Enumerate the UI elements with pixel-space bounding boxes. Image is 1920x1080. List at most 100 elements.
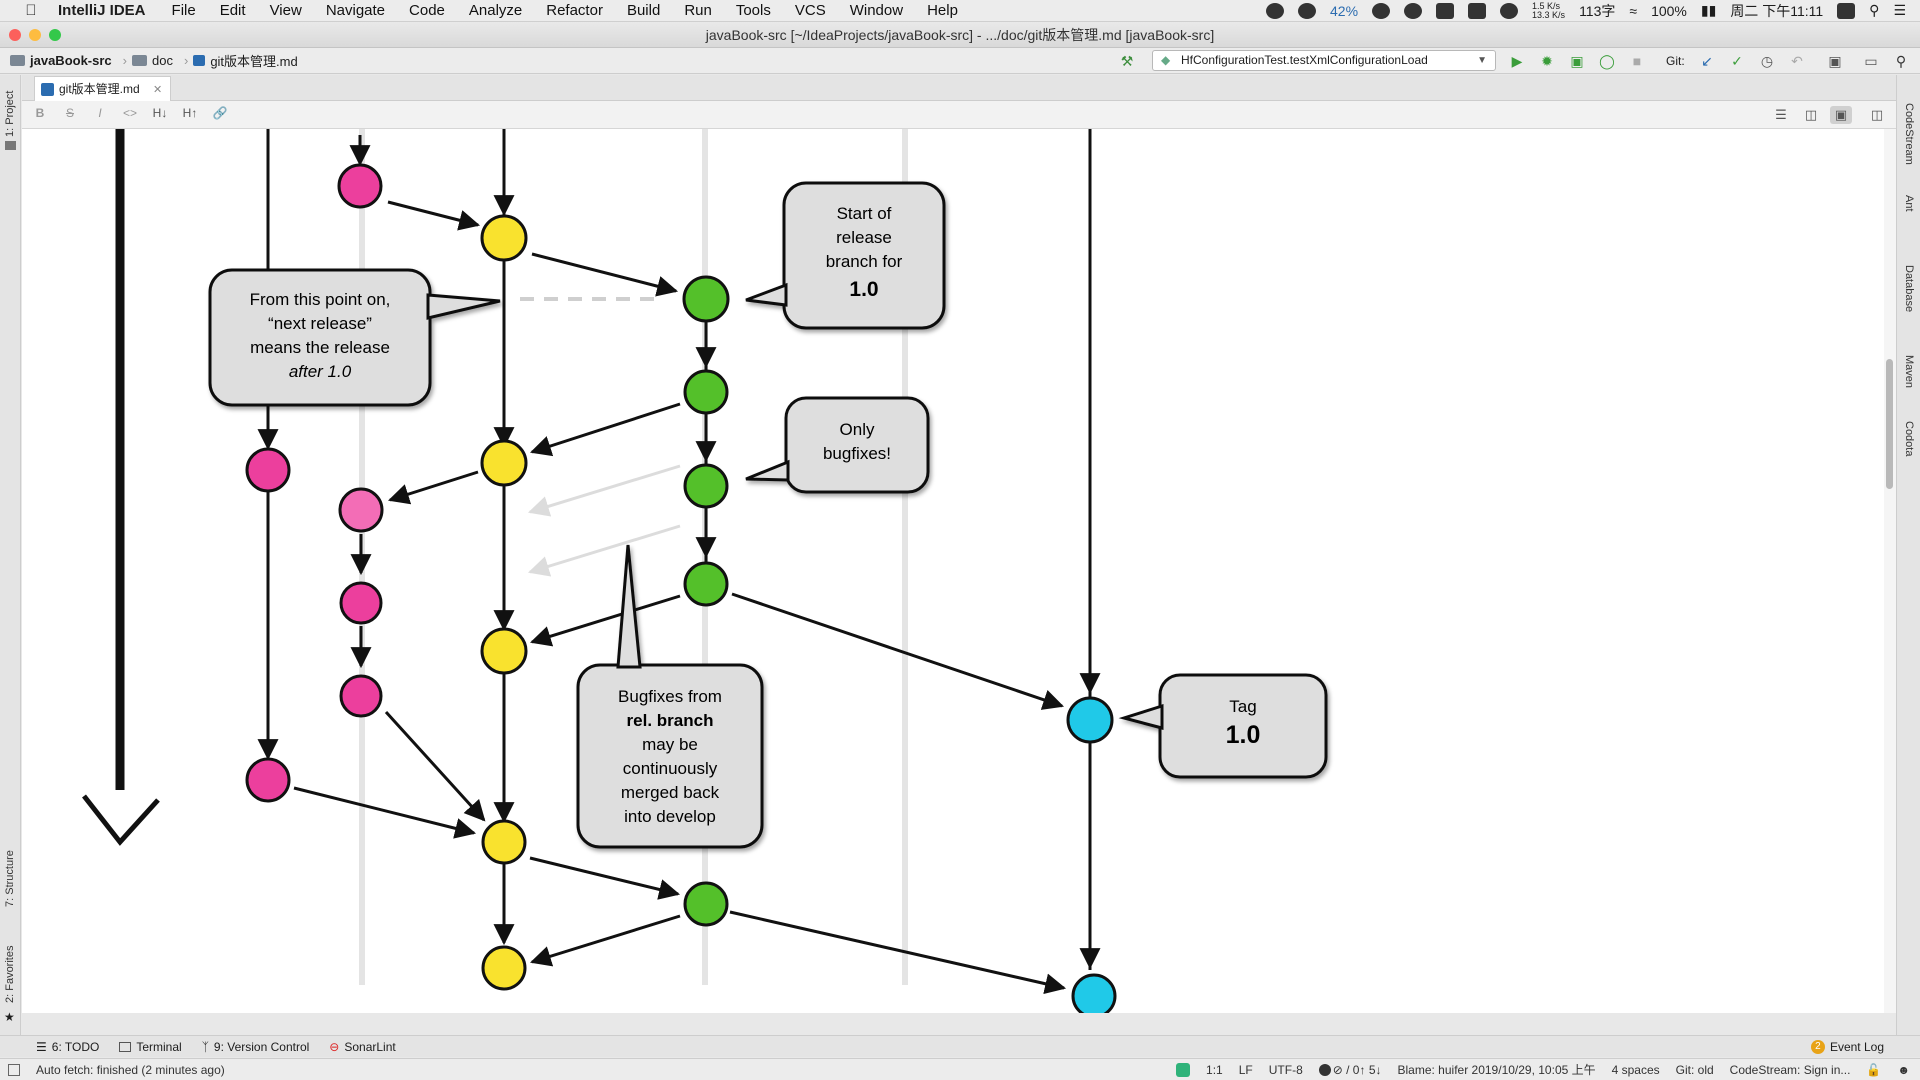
markdown-preview[interactable]: From this point on, “next release” means…: [22, 129, 1884, 1013]
tool-structure[interactable]: 7: Structure: [4, 850, 16, 907]
menu-refactor[interactable]: Refactor: [546, 2, 603, 19]
app-menu[interactable]: IntelliJ IDEA: [58, 2, 146, 19]
battery-level: 100%: [1651, 2, 1687, 19]
cursor-position[interactable]: 1:1: [1206, 1062, 1223, 1077]
git-commit-icon[interactable]: ✓: [1731, 53, 1743, 69]
menu-help[interactable]: Help: [927, 2, 958, 19]
indent-setting[interactable]: 4 spaces: [1611, 1062, 1660, 1077]
commit-node-master: [1066, 696, 1114, 744]
menu-navigate[interactable]: Navigate: [325, 2, 386, 19]
tool-database[interactable]: Database: [1903, 265, 1915, 313]
coverage-icon[interactable]: ▣: [1570, 53, 1584, 69]
event-log-button[interactable]: 2 Event Log: [1810, 1039, 1884, 1054]
tool-windows-toggle-icon[interactable]: [8, 1063, 20, 1076]
project-structure-icon[interactable]: ▣: [1828, 53, 1842, 69]
tool-version-control-label: 9: Version Control: [213, 1039, 310, 1054]
clock[interactable]: 周二 下午11:11: [1730, 2, 1824, 19]
header-down-button[interactable]: H↓: [152, 106, 168, 120]
breadcrumb-doc[interactable]: doc: [152, 53, 173, 68]
italic-button[interactable]: I: [98, 106, 102, 120]
minimize-window-button[interactable]: [29, 29, 41, 41]
battery-icon[interactable]: ▮▮: [1700, 2, 1717, 18]
codestream-status[interactable]: CodeStream: Sign in...: [1729, 1062, 1851, 1077]
blame-info[interactable]: Blame: huifer 2019/10/29, 10:05 上午: [1397, 1063, 1596, 1077]
tool-version-control[interactable]: ᛉ 9: Version Control: [202, 1040, 310, 1054]
preview-only-view-icon[interactable]: ▣: [1830, 106, 1852, 124]
profile-icon[interactable]: ◯: [1599, 53, 1615, 69]
breadcrumb-project[interactable]: javaBook-src: [30, 53, 112, 68]
file-encoding[interactable]: UTF-8: [1268, 1062, 1303, 1077]
tool-codestream[interactable]: CodeStream: [1903, 103, 1915, 165]
menu-file[interactable]: File: [171, 2, 196, 19]
tool-terminal[interactable]: Terminal: [119, 1040, 182, 1054]
header-up-button[interactable]: H↑: [182, 106, 198, 120]
docker-icon[interactable]: [1436, 2, 1455, 19]
faint-arrow: [527, 524, 681, 577]
commit-node-feature: [339, 674, 383, 718]
menu-vcs[interactable]: VCS: [794, 2, 826, 19]
skype-icon[interactable]: [1837, 2, 1856, 19]
editor-only-view-icon[interactable]: ☰: [1775, 107, 1787, 122]
tray-app-icon[interactable]: [1266, 2, 1284, 19]
line-separator[interactable]: LF: [1238, 1062, 1253, 1077]
build-hammer-icon[interactable]: ⚒: [1120, 53, 1134, 69]
git-rollback-icon[interactable]: ↶: [1791, 53, 1803, 69]
close-window-button[interactable]: [9, 29, 21, 41]
commit-node-develop: [480, 627, 528, 675]
menu-analyze[interactable]: Analyze: [468, 2, 523, 19]
git-history-icon[interactable]: ◷: [1760, 53, 1774, 69]
sonarlint-icon: ⊖: [329, 1039, 340, 1054]
search-everywhere-icon[interactable]: ⚲: [1895, 53, 1907, 69]
codota-status-icon[interactable]: [1176, 1062, 1191, 1077]
stop-icon[interactable]: ■: [1632, 53, 1642, 69]
zoom-window-button[interactable]: [49, 29, 61, 41]
vcs-changes[interactable]: ⊘ / 0↑ 5↓: [1332, 1062, 1382, 1077]
box-icon[interactable]: [1468, 2, 1487, 19]
presentation-icon[interactable]: ▭: [1864, 53, 1878, 69]
tool-sonarlint[interactable]: ⊖ SonarLint: [329, 1040, 395, 1054]
lightning-icon[interactable]: [1372, 2, 1391, 19]
scrollbar-thumb[interactable]: [1886, 359, 1893, 489]
tool-favorites[interactable]: 2: Favorites: [4, 945, 16, 1003]
tool-ant[interactable]: Ant: [1903, 195, 1915, 212]
status-message[interactable]: Auto fetch: finished (2 minutes ago): [36, 1062, 225, 1077]
wifi-icon[interactable]: ≈: [1629, 2, 1638, 19]
commit-node-release: [683, 369, 729, 415]
run-icon[interactable]: ▶: [1511, 53, 1523, 69]
tool-maven[interactable]: Maven: [1903, 355, 1915, 389]
menu-build[interactable]: Build: [626, 2, 661, 19]
lock-icon[interactable]: 🔓: [1866, 1062, 1882, 1077]
tool-project[interactable]: 1: Project: [4, 90, 16, 137]
menu-edit[interactable]: Edit: [219, 2, 246, 19]
notification-center-icon[interactable]: ☰: [1893, 2, 1906, 18]
spotlight-icon[interactable]: ⚲: [1869, 2, 1880, 18]
debug-icon[interactable]: ✹: [1541, 53, 1553, 69]
link-button[interactable]: 🔗: [212, 106, 228, 120]
git-update-icon[interactable]: ↙: [1701, 53, 1713, 69]
menu-code[interactable]: Code: [409, 2, 445, 19]
code-button[interactable]: <>: [122, 106, 137, 120]
close-icon[interactable]: ✕: [153, 84, 163, 96]
editor-scrollbar[interactable]: [1884, 129, 1896, 1013]
bold-button[interactable]: B: [35, 106, 45, 120]
inspector-icon[interactable]: ☻: [1897, 1062, 1910, 1077]
menu-view[interactable]: View: [269, 2, 302, 19]
run-configuration-select[interactable]: ◆ HfConfigurationTest.testXmlConfigurati…: [1152, 50, 1496, 71]
bubble-text: means the release: [250, 338, 390, 357]
apple-menu-icon[interactable]: : [16, 2, 46, 19]
wordpress-icon[interactable]: [1404, 2, 1423, 19]
menu-tools[interactable]: Tools: [735, 2, 771, 19]
breadcrumb-file[interactable]: git版本管理.md: [210, 54, 298, 69]
strikethrough-button[interactable]: S: [65, 106, 74, 120]
bubble-text: “next release”: [268, 314, 372, 333]
search-tray-icon[interactable]: [1500, 2, 1519, 19]
cpu-gauge-icon[interactable]: [1298, 2, 1316, 19]
menu-window[interactable]: Window: [849, 2, 904, 19]
tool-todo[interactable]: ☰ 6: TODO: [36, 1040, 99, 1054]
editor-tab-git-md[interactable]: git版本管理.md ✕: [34, 76, 172, 101]
layout-toggle-icon[interactable]: ◫: [1870, 107, 1884, 122]
split-view-icon[interactable]: ◫: [1804, 107, 1818, 122]
menu-run[interactable]: Run: [684, 2, 712, 19]
git-branch[interactable]: Git: old: [1675, 1062, 1714, 1077]
tool-codota[interactable]: Codota: [1903, 421, 1915, 457]
